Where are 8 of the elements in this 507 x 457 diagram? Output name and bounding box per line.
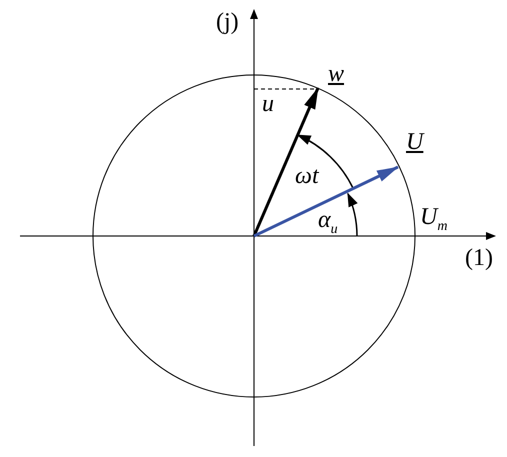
axis-label: (j) [216, 10, 239, 34]
phasor-label: U [406, 130, 424, 154]
phasor-label: w [328, 62, 344, 86]
amplitude-label: U$_{m}$ [420, 205, 448, 234]
angle-label: α$_{u}$ [318, 208, 338, 237]
angle-label: ωt [295, 164, 319, 188]
axis-label: (1) [465, 246, 493, 270]
projection-label: u [262, 92, 274, 116]
